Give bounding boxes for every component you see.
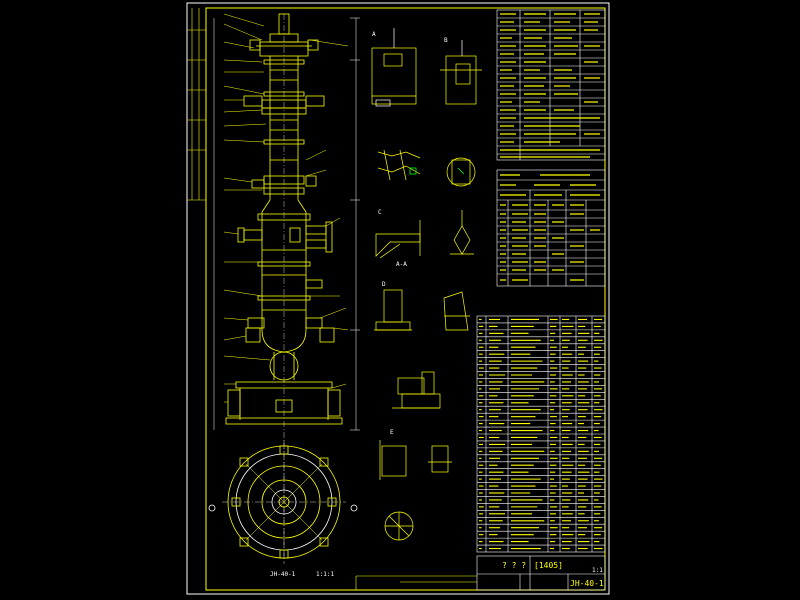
detail-label-d: D: [382, 281, 386, 288]
parts-list-fill: [479, 318, 603, 550]
bottom-note: JH-40-1: [270, 571, 296, 578]
binding-strip: [187, 8, 206, 201]
detail-label-b: B: [444, 37, 448, 44]
title-question-marks: ? ? ?: [502, 561, 527, 570]
parts-list: [476, 315, 606, 553]
inner-frame: [205, 7, 606, 591]
plan-view: [208, 440, 358, 564]
bottom-scale: 1:1:1: [316, 571, 335, 578]
section-label-aa: A-A: [396, 261, 407, 268]
spec-table: [496, 9, 606, 161]
detail-label-c: C: [378, 209, 382, 216]
drawing-number: JH-40-1: [570, 579, 604, 588]
leader-lines-right: [305, 39, 349, 389]
dimension-lines: [213, 17, 360, 431]
nozzle-table: [496, 169, 606, 287]
title-block: [355, 555, 606, 591]
hatch-marks: [409, 167, 465, 175]
spec-table-fill: [500, 13, 600, 158]
detail-views: [371, 28, 482, 541]
detail-label-e: E: [390, 429, 394, 436]
outer-frame: [186, 2, 610, 595]
title-label-box: [1405]: [534, 561, 563, 570]
detail-label-a: A: [372, 31, 376, 38]
column-elevation: [225, 13, 343, 560]
nozzle-table-fill: [500, 174, 600, 281]
scale-mark: 1:1: [592, 567, 603, 574]
leader-lines-left: [223, 13, 271, 403]
